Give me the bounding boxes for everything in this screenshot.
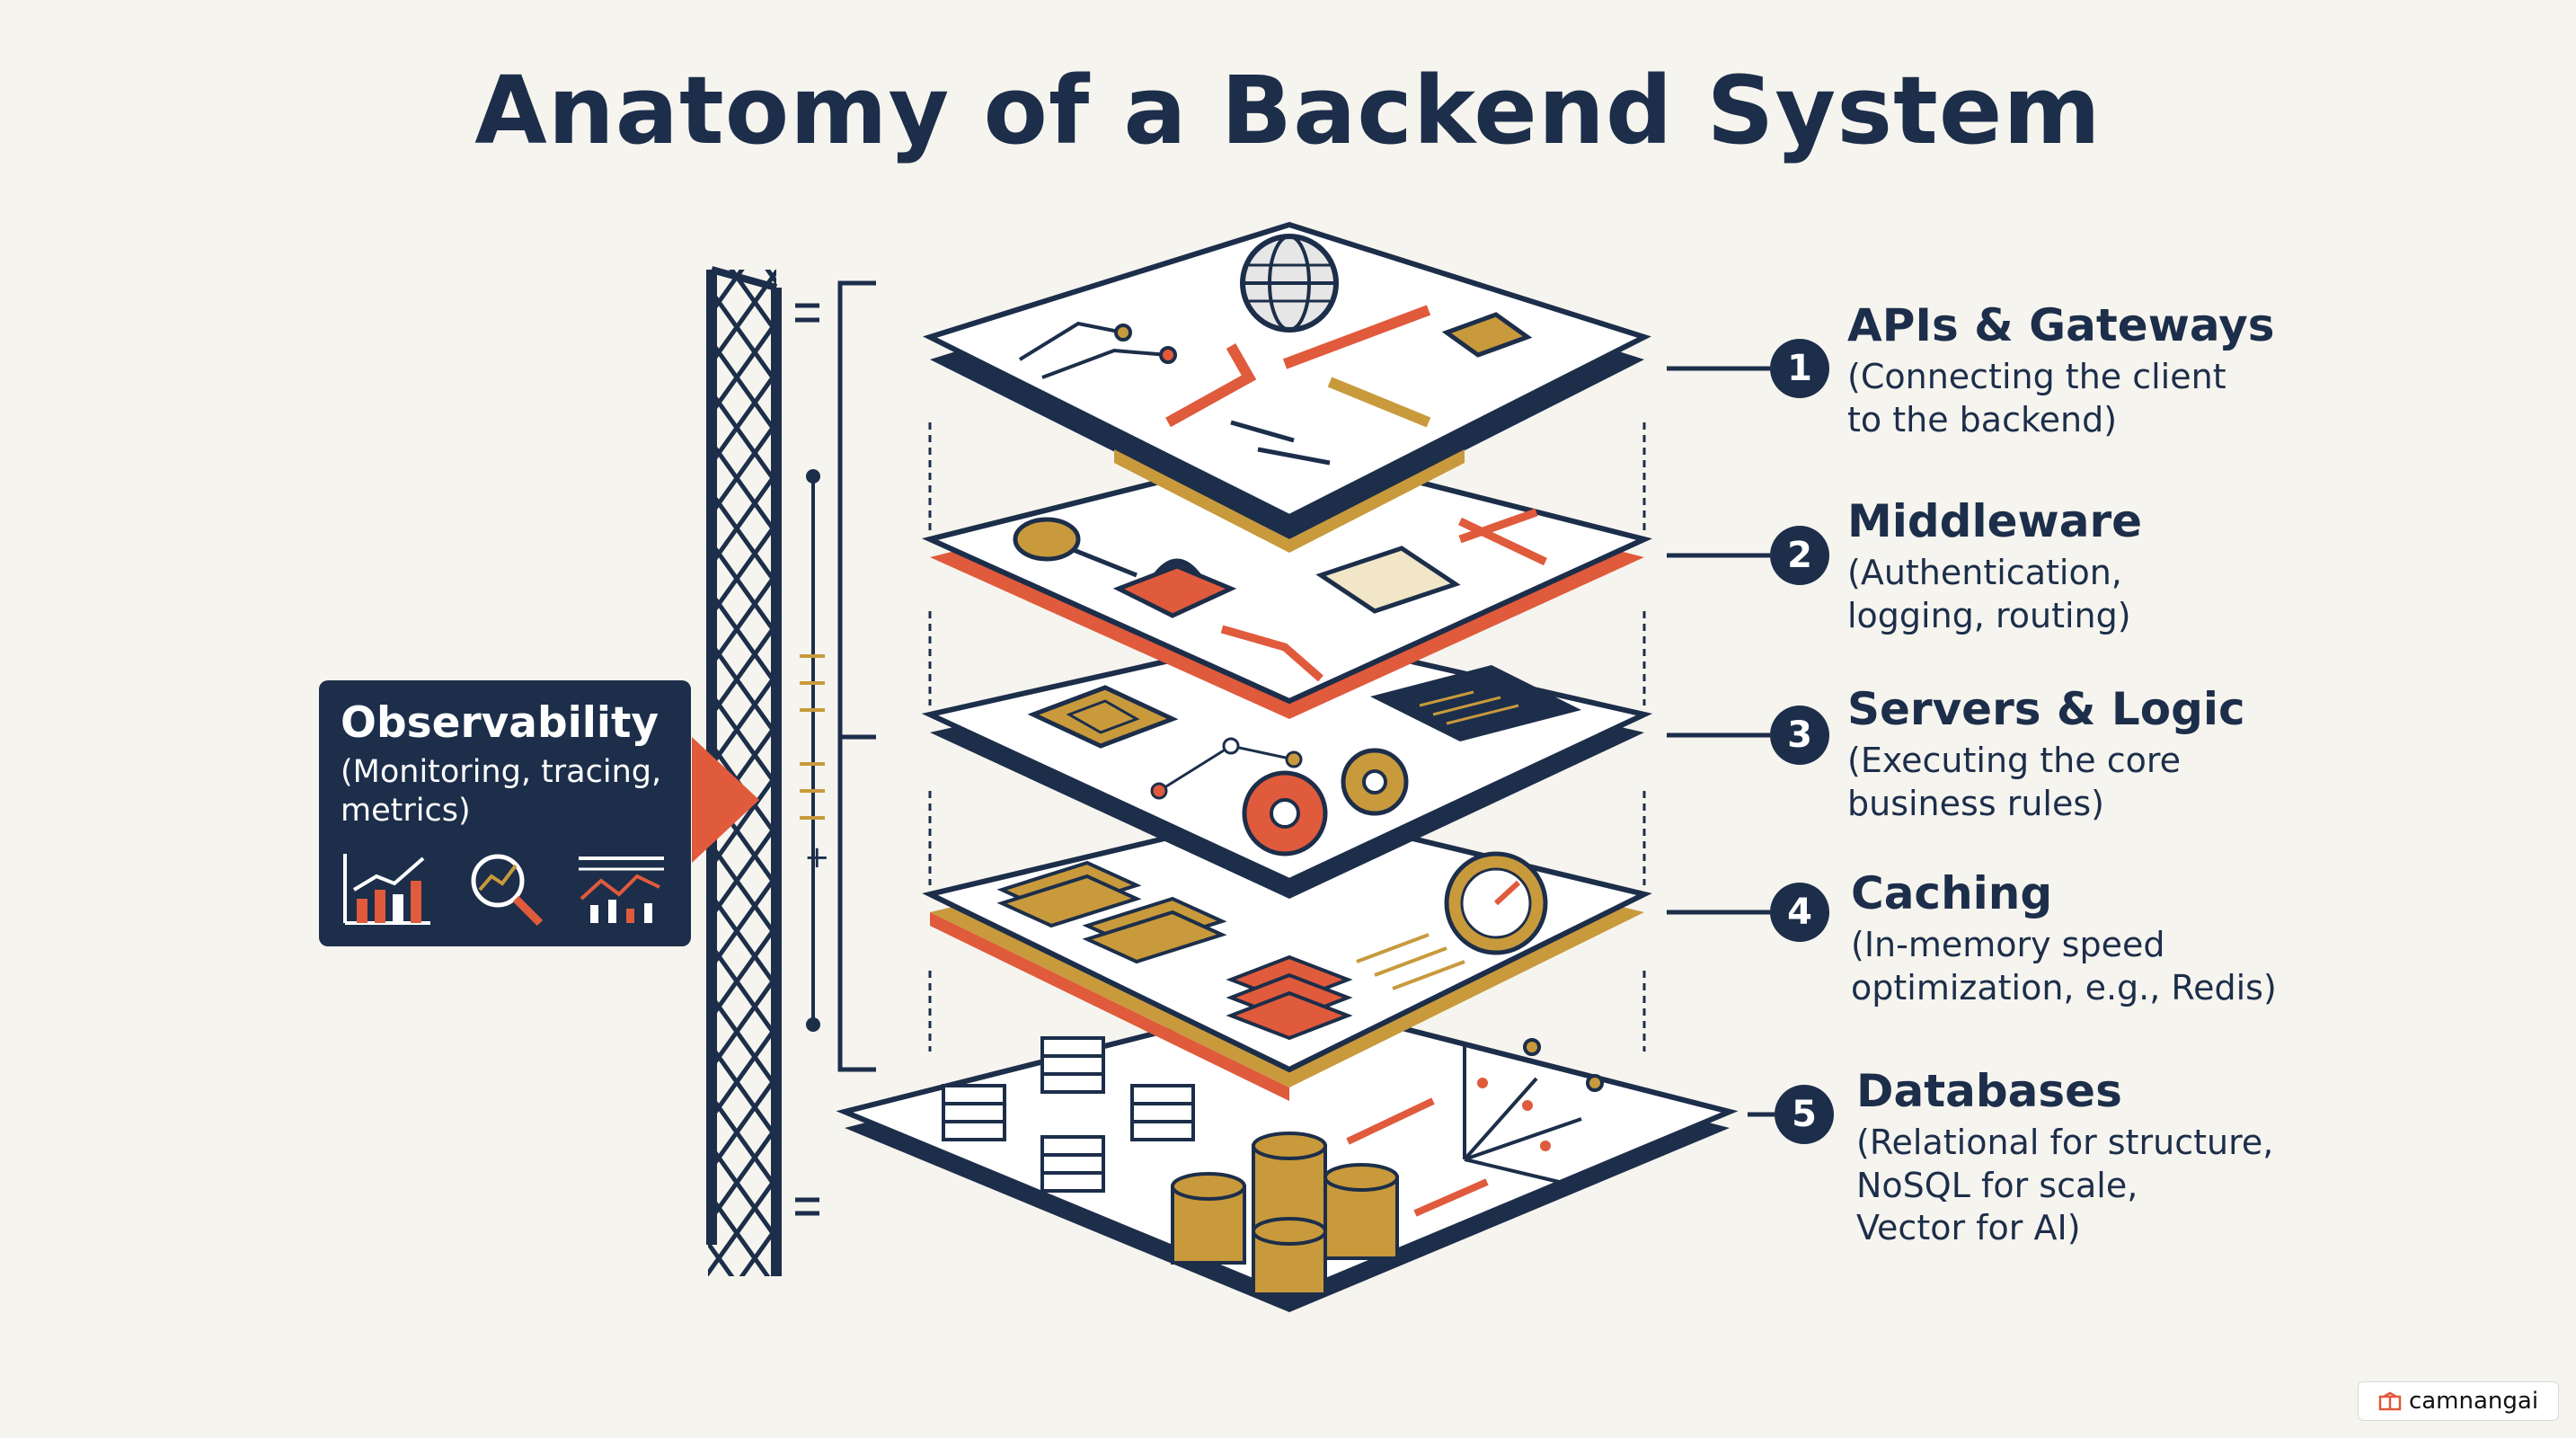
- layer-title-databases: Databases: [1856, 1065, 2122, 1117]
- layer-label-caching: Caching (In-memory speed optimization, e…: [1851, 869, 2277, 1009]
- brand-icon: [2378, 1391, 2402, 1411]
- svg-text:+: +: [804, 839, 830, 875]
- layer-databases: [836, 996, 1739, 1312]
- layer-description-databases: (Relational for structure, NoSQL for sca…: [1856, 1123, 2274, 1247]
- speedometer-icon: [1444, 851, 1548, 955]
- observability-title: Observability: [341, 698, 659, 748]
- layer-title-servers: Servers & Logic: [1847, 683, 2245, 735]
- document-stack-icon: [996, 860, 1227, 964]
- layer-label-apis: APIs & Gateways (Connecting the client t…: [1847, 301, 2274, 441]
- magnifier-trend-icon: [471, 854, 544, 927]
- layer-badge-3: 3: [1770, 706, 1829, 765]
- layer-description-middleware: (Authentication, logging, routing): [1847, 553, 2131, 635]
- layer-label-databases: Databases (Relational for structure, NoS…: [1856, 1067, 2273, 1250]
- layer-label-middleware: Middleware (Authentication, logging, rou…: [1847, 497, 2142, 637]
- cpu-chip-icon: [1027, 685, 1179, 749]
- layer-apis: [923, 221, 1651, 553]
- gateway-arrows-icon: [1165, 305, 1431, 428]
- layer-badge-1: 1: [1770, 339, 1829, 398]
- padlock-icon: [1112, 558, 1237, 618]
- layer-description-caching: (In-memory speed optimization, e.g., Red…: [1851, 925, 2277, 1007]
- key-icon: [1013, 517, 1138, 578]
- layer-middleware: [921, 446, 1653, 719]
- observability-pillar: +: [692, 266, 876, 1276]
- layer-badge-4: 4: [1770, 883, 1829, 942]
- globe-icon: [1240, 234, 1339, 333]
- layer-caching: [922, 805, 1652, 1101]
- layer-title-caching: Caching: [1851, 867, 2053, 919]
- layer-label-servers: Servers & Logic (Executing the core busi…: [1847, 685, 2245, 825]
- watermark-badge: camnangai: [2358, 1381, 2559, 1421]
- observability-description: (Monitoring, tracing, metrics): [341, 754, 662, 829]
- database-cylinders-icon: [1171, 1132, 1399, 1296]
- layer-badge-5: 5: [1775, 1085, 1834, 1144]
- code-screen-icon: [1370, 665, 1581, 741]
- layer-title-apis: APIs & Gateways: [1847, 299, 2275, 351]
- routing-arrows-icon: [1220, 508, 1547, 682]
- gear-icon: [1242, 748, 1409, 857]
- redis-stack-icon: [1226, 954, 1353, 1041]
- layer-badge-2: 2: [1770, 526, 1829, 585]
- gateway-box-icon: [1441, 312, 1533, 358]
- scroll-log-icon: [1315, 546, 1461, 614]
- page-title: Anatomy of a Backend System: [474, 56, 2102, 165]
- layer-servers: [921, 630, 1653, 899]
- watermark-label: camnangai: [2408, 1388, 2539, 1415]
- observability-icons: [343, 854, 664, 927]
- bar-chart-icon: [343, 854, 430, 925]
- layer-title-middleware: Middleware: [1847, 495, 2143, 547]
- layer-description-servers: (Executing the core business rules): [1847, 741, 2182, 823]
- table-grid-icon: [942, 1036, 1195, 1193]
- observability-panel: Observability (Monitoring, tracing, metr…: [319, 680, 691, 946]
- vector-scatter-icon: [1463, 1038, 1604, 1184]
- layer-description-apis: (Connecting the client to the backend): [1847, 357, 2226, 439]
- dashboard-chart-icon: [579, 857, 664, 923]
